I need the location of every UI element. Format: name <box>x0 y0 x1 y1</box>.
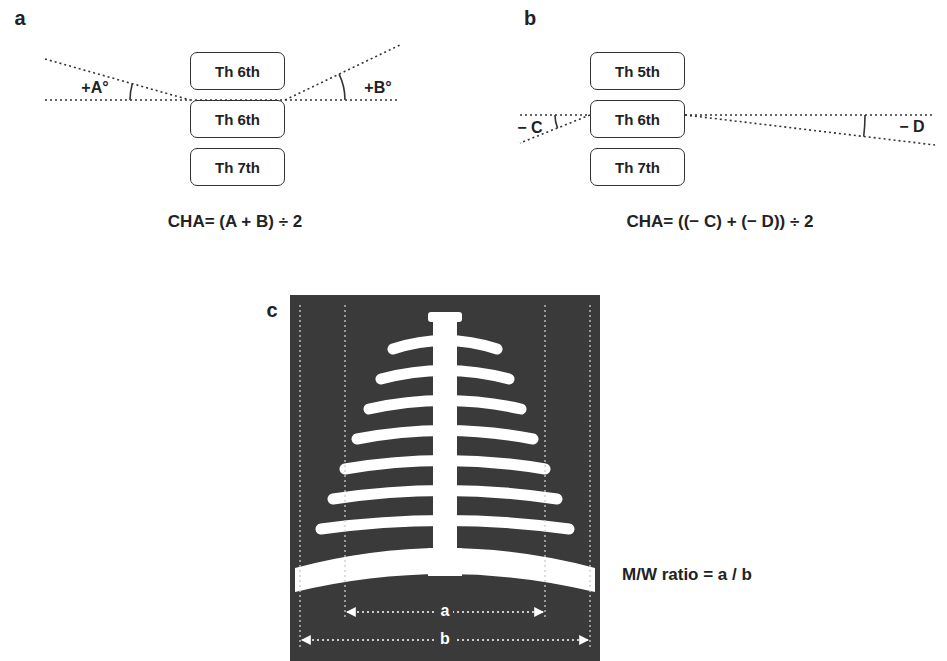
angle-label: − C <box>517 119 542 137</box>
dimension-label: a <box>437 602 454 620</box>
spine <box>428 312 462 322</box>
vertebra-box: Th 7th <box>190 148 285 186</box>
measure-guides <box>300 305 590 648</box>
angle-lines <box>45 45 400 100</box>
vertebra-box: Th 7th <box>590 148 685 186</box>
vertebra-label: Th 7th <box>615 159 660 176</box>
formula: CHA= (A + B) ÷ 2 <box>168 212 302 232</box>
vertebra-box: Th 6th <box>590 100 685 138</box>
angle-label: +B° <box>364 79 391 97</box>
radiograph-frame <box>290 295 600 661</box>
vertebra-box: Th 5th <box>590 52 685 90</box>
angle-label: − D <box>899 118 924 136</box>
panel-letter: a <box>14 7 25 30</box>
panel-letter: b <box>524 7 536 30</box>
formula: M/W ratio = a / b <box>622 565 752 585</box>
diaphragm <box>295 548 595 592</box>
spine <box>433 316 457 566</box>
vertebra-label: Th 6th <box>215 111 260 128</box>
formula: CHA= ((− C) + (− D)) ÷ 2 <box>627 212 814 232</box>
vertebra-label: Th 5th <box>615 63 660 80</box>
panel-letter: c <box>266 299 277 322</box>
angle-label: +A° <box>81 79 108 97</box>
vertebra-box: Th 6th <box>190 100 285 138</box>
dimension-label: b <box>436 630 454 648</box>
vertebra-label: Th 7th <box>215 159 260 176</box>
angle-lines <box>520 115 935 145</box>
vertebra-box: Th 6th <box>190 52 285 90</box>
spine <box>428 548 462 576</box>
vertebra-label: Th 6th <box>615 111 660 128</box>
vertebra-label: Th 6th <box>215 63 260 80</box>
